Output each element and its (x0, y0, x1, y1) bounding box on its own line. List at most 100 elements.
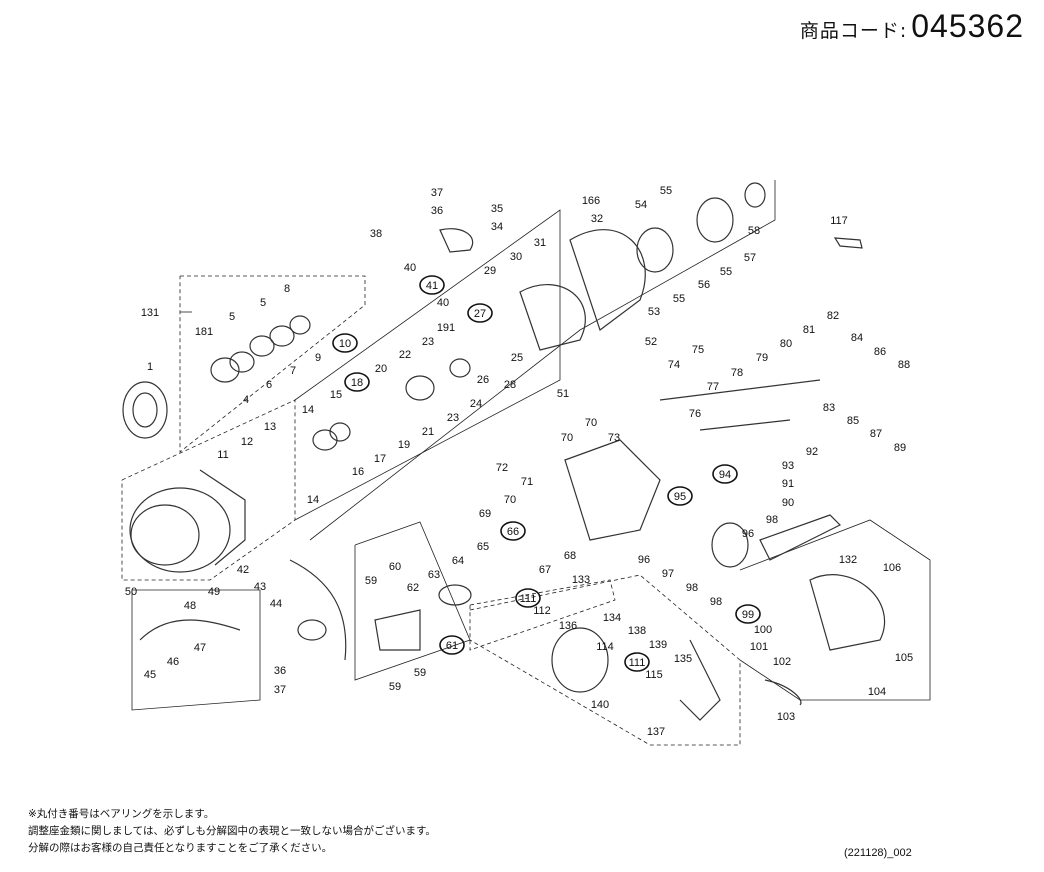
part-label-22: 22 (399, 349, 411, 361)
part-label-47: 47 (194, 642, 206, 654)
bearing-circles (332, 275, 761, 672)
part-label-37: 37 (431, 187, 443, 199)
part-label-1: 1 (147, 361, 153, 373)
part-label-136: 136 (559, 620, 577, 632)
part-label-52: 52 (645, 336, 657, 348)
part-label-74: 74 (668, 359, 680, 371)
part-label-31: 31 (534, 237, 546, 249)
part-label-37-2: 37 (274, 684, 286, 696)
handle-group-boundary (469, 574, 741, 746)
part-label-38: 38 (370, 228, 382, 240)
part-label-14-2: 14 (307, 494, 319, 506)
part-label-135: 135 (674, 653, 692, 665)
rotor-group-boundary (294, 209, 561, 521)
bail-wire-glyph (139, 619, 241, 641)
part-label-105: 105 (895, 652, 913, 664)
part-label-98-2: 98 (710, 596, 722, 608)
rotor-glyph (519, 283, 586, 351)
bearing-66-marker (500, 521, 526, 541)
part-label-49: 49 (208, 586, 220, 598)
bearing-111b-marker (624, 652, 650, 672)
bearing-111a-marker (515, 588, 541, 608)
part-label-78: 78 (731, 367, 743, 379)
bearing-99-marker (735, 604, 761, 624)
part-label-71: 71 (521, 476, 533, 488)
part-label-81: 81 (803, 324, 815, 336)
part-label-89: 89 (894, 442, 906, 454)
rotor-cup-glyph (569, 229, 646, 331)
part-label-117: 117 (830, 215, 848, 227)
spool-glyph (129, 487, 231, 573)
part-label-27: 27 (474, 308, 486, 320)
bearing-10-marker (332, 333, 358, 353)
part-label-35: 35 (491, 203, 503, 215)
part-label-28: 28 (504, 379, 516, 391)
part-label-86: 86 (874, 346, 886, 358)
part-label-93: 93 (782, 460, 794, 472)
part-label-29: 29 (484, 265, 496, 277)
drag-knob-glyph (122, 381, 168, 439)
part-117-glyph (833, 237, 863, 249)
part-label-36-2: 36 (274, 665, 286, 677)
product-code-label: 商品コード: (799, 20, 908, 42)
part-label-56: 56 (698, 279, 710, 291)
part-label-40-2: 40 (437, 297, 449, 309)
part-label-41: 41 (426, 280, 438, 292)
bearing-95-marker (667, 486, 693, 506)
part-label-103: 103 (777, 711, 795, 723)
part-label-65: 65 (477, 541, 489, 553)
bearing-41-marker (419, 275, 445, 295)
part-label-51: 51 (557, 388, 569, 400)
part-label-64: 64 (452, 555, 464, 567)
plate-60-glyph (374, 609, 421, 651)
part-label-19: 19 (398, 439, 410, 451)
handle-arm-glyph (679, 639, 721, 721)
bearing-61-marker (439, 635, 465, 655)
footnote-disassembly: 分解の際はお客様の自己責任となりますことをご了承ください。 (28, 842, 333, 854)
part-label-55-2: 55 (720, 266, 732, 278)
part-label-99: 99 (742, 609, 754, 621)
part-label-70: 70 (504, 494, 516, 506)
body-73-glyph (564, 439, 661, 541)
part-label-101: 101 (750, 641, 768, 653)
part-label-8: 8 (284, 283, 290, 295)
part-label-67: 67 (539, 564, 551, 576)
part-label-111: 111 (520, 593, 537, 605)
part-label-69: 69 (479, 508, 491, 520)
part-label-46: 46 (167, 656, 179, 668)
shaft-74-glyph (659, 379, 821, 401)
part-label-5: 5 (229, 311, 235, 323)
part-label-96-2: 96 (742, 528, 754, 540)
part-label-84: 84 (851, 332, 863, 344)
part-label-66: 66 (507, 526, 519, 538)
part-label-16: 16 (352, 466, 364, 478)
ring-54-glyph (636, 227, 674, 273)
part-label-58: 58 (748, 225, 760, 237)
part-label-53: 53 (648, 306, 660, 318)
part-labels: 1455678910111213141415161718192021222323… (125, 185, 913, 738)
part-label-55-3: 55 (673, 293, 685, 305)
part-label-80: 80 (780, 338, 792, 350)
part-label-97: 97 (662, 568, 674, 580)
part-label-12: 12 (241, 436, 253, 448)
part-label-111-2: 111 (629, 657, 646, 669)
product-code-value: 045362 (911, 8, 1024, 44)
part-label-114: 114 (596, 641, 614, 653)
part-label-76: 76 (689, 408, 701, 420)
part-label-55: 55 (660, 185, 672, 197)
part-label-137: 137 (647, 726, 665, 738)
part-label-30: 30 (510, 251, 522, 263)
part-label-26: 26 (477, 374, 489, 386)
part-label-25: 25 (511, 352, 523, 364)
part-label-14: 14 (302, 404, 314, 416)
part-label-133: 133 (572, 574, 590, 586)
body-132-glyph (809, 574, 886, 651)
part-label-36: 36 (431, 205, 443, 217)
part-glyphs (122, 182, 886, 721)
part-label-48: 48 (184, 600, 196, 612)
part-label-138: 138 (628, 625, 646, 637)
part-label-32: 32 (591, 213, 603, 225)
part-label-23-2: 23 (447, 412, 459, 424)
part-label-70-3: 70 (585, 417, 597, 429)
